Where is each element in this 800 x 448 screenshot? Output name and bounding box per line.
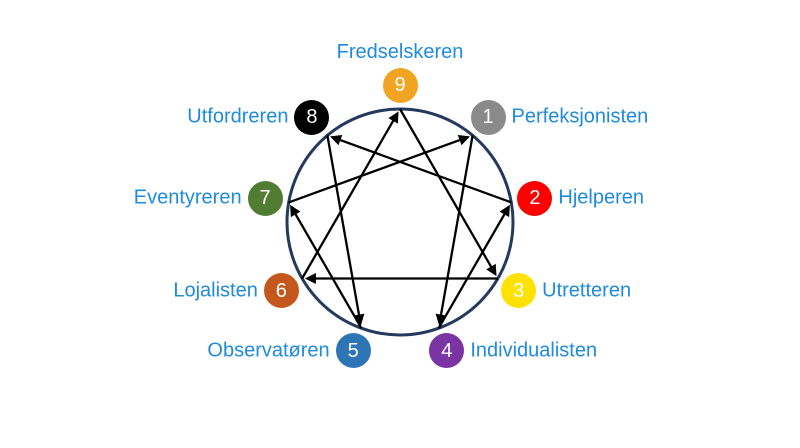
type-badge-9: 9 [382, 67, 418, 103]
type-label-3: Utretteren [542, 279, 632, 301]
type-badge-8: 8 [294, 99, 330, 135]
type-badge-6: 6 [263, 273, 299, 308]
type-number: 3 [513, 279, 525, 302]
arrow-5-to-7 [290, 204, 363, 329]
arrow-7-to-1 [288, 134, 470, 204]
type-label-9: Fredselskeren [336, 40, 464, 63]
type-number: 6 [275, 279, 287, 302]
arrow-1-to-4 [435, 135, 474, 326]
type-label-6: Lojalisten [173, 279, 258, 301]
type-badge-2: 2 [517, 180, 553, 216]
type-badge-3: 3 [501, 273, 537, 308]
type-number: 9 [394, 74, 406, 96]
type-number: 8 [306, 106, 318, 129]
arrow-6-to-9 [301, 111, 399, 280]
type-badge-5: 5 [335, 333, 371, 369]
type-badge-7: 7 [247, 180, 283, 216]
type-label-2: Hjelperen [558, 186, 645, 209]
type-label-1: Perfeksjonisten [511, 105, 649, 128]
arrow-4-to-2 [437, 204, 510, 329]
type-number: 1 [482, 106, 494, 129]
type-label-8: Utfordreren [187, 105, 289, 128]
type-label-4: Individualisten [470, 339, 598, 362]
type-number: 5 [347, 339, 359, 362]
type-number: 7 [259, 187, 271, 210]
enneagram-circle [285, 107, 515, 337]
type-label-7: Eventyreren [133, 186, 242, 209]
type-number: 2 [529, 187, 541, 210]
type-label-5: Observatøren [207, 339, 330, 362]
arrow-9-to-3 [399, 108, 497, 277]
arrow-2-to-8 [330, 134, 512, 204]
type-badge-4: 4 [429, 333, 465, 369]
arrow-8-to-5 [326, 135, 365, 326]
type-number: 4 [441, 339, 453, 362]
type-badge-1: 1 [470, 99, 506, 135]
